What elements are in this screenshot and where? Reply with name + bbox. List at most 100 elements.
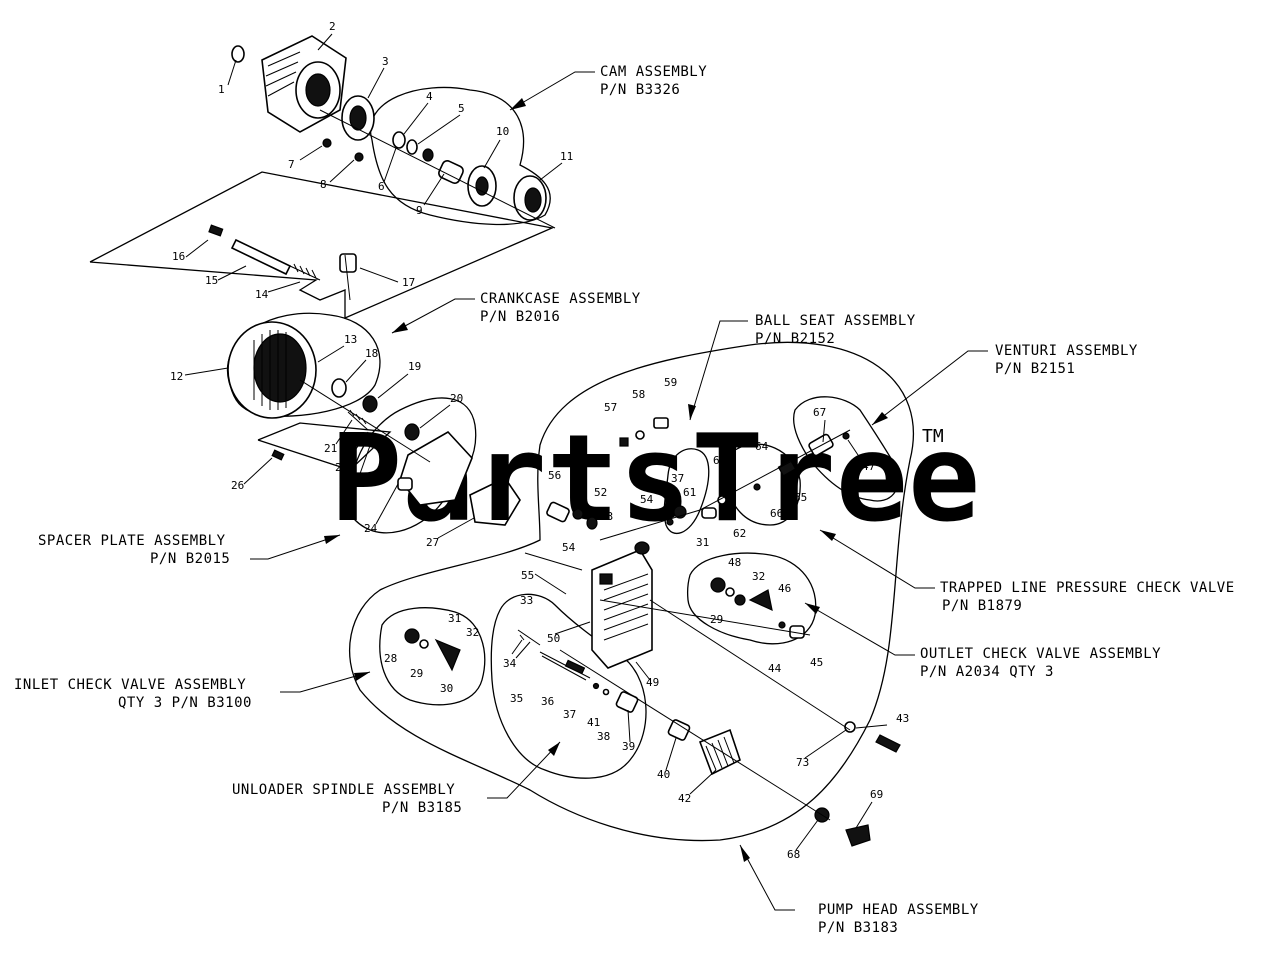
callout-37-ballseat: 37 bbox=[671, 472, 684, 485]
watermark-trademark: TM bbox=[922, 426, 944, 447]
callout-55: 55 bbox=[521, 569, 534, 582]
callout-23: 23 bbox=[344, 483, 357, 496]
callout-54-left: 54 bbox=[562, 541, 576, 554]
parts bbox=[208, 35, 901, 847]
callout-59: 59 bbox=[664, 376, 677, 389]
pump-head-assembly-label: PUMP HEAD ASSEMBLY bbox=[818, 902, 979, 918]
callout-24: 24 bbox=[364, 522, 378, 535]
ball-seat-assembly-pn: P/N B2152 bbox=[755, 331, 835, 347]
callout-36: 36 bbox=[541, 695, 554, 708]
callout-57: 57 bbox=[604, 401, 617, 414]
callout-29-outlet: 29 bbox=[710, 613, 723, 626]
callout-17: 17 bbox=[402, 276, 415, 289]
inlet-check-valve-pn: QTY 3 P/N B3100 bbox=[118, 695, 252, 711]
inlet-check-valve-label: INLET CHECK VALVE ASSEMBLY bbox=[14, 677, 246, 693]
callout-38: 38 bbox=[597, 730, 610, 743]
callout-18: 18 bbox=[365, 347, 378, 360]
unloader-spindle-pn: P/N B3185 bbox=[382, 800, 462, 816]
callout-31-outlet: 31 bbox=[696, 536, 709, 549]
label-leaders bbox=[250, 71, 988, 911]
callout-15: 15 bbox=[205, 274, 218, 287]
callout-43: 43 bbox=[896, 712, 909, 725]
callout-45: 45 bbox=[810, 656, 823, 669]
callout-20: 20 bbox=[450, 392, 463, 405]
callout-11: 11 bbox=[560, 150, 573, 163]
assembly-labels: CAM ASSEMBLY P/N B3326 CRANKCASE ASSEMBL… bbox=[14, 64, 1235, 936]
callout-32-outlet: 32 bbox=[752, 570, 765, 583]
callout-64: 64 bbox=[755, 440, 769, 453]
callout-66: 66 bbox=[770, 507, 783, 520]
callout-62: 62 bbox=[733, 527, 746, 540]
callout-54-top: 54 bbox=[640, 493, 654, 506]
callout-30: 30 bbox=[440, 682, 453, 695]
cam-assembly-pn: P/N B3326 bbox=[600, 82, 680, 98]
trapped-line-valve-pn: P/N B1879 bbox=[942, 598, 1022, 614]
callout-47: 47 bbox=[862, 460, 875, 473]
callout-68: 68 bbox=[787, 848, 800, 861]
callout-65: 65 bbox=[794, 491, 807, 504]
part-callouts: 1 2 3 4 5 6 7 8 9 10 11 12 13 14 15 16 1… bbox=[170, 20, 909, 861]
callout-6: 6 bbox=[378, 180, 385, 193]
callout-50: 50 bbox=[547, 632, 560, 645]
callout-48: 48 bbox=[728, 556, 741, 569]
callout-16: 16 bbox=[172, 250, 185, 263]
crankcase-assembly-label: CRANKCASE ASSEMBLY bbox=[480, 291, 641, 307]
callout-1: 1 bbox=[218, 83, 225, 96]
callout-61: 61 bbox=[683, 486, 696, 499]
callout-9: 9 bbox=[416, 204, 423, 217]
callout-21: 21 bbox=[324, 442, 337, 455]
outlet-check-valve-label: OUTLET CHECK VALVE ASSEMBLY bbox=[920, 646, 1161, 662]
callout-32-inlet: 32 bbox=[466, 626, 479, 639]
trapped-line-valve-label: TRAPPED LINE PRESSURE CHECK VALVE bbox=[940, 580, 1235, 596]
callout-41: 41 bbox=[587, 716, 600, 729]
callout-56: 56 bbox=[548, 469, 561, 482]
callout-2: 2 bbox=[329, 20, 336, 33]
callout-33: 33 bbox=[520, 594, 533, 607]
callout-35: 35 bbox=[510, 692, 523, 705]
callout-13: 13 bbox=[344, 333, 357, 346]
callout-73: 73 bbox=[796, 756, 809, 769]
callout-46: 46 bbox=[778, 582, 791, 595]
callout-63: 63 bbox=[713, 454, 726, 467]
callout-leaders bbox=[184, 33, 888, 851]
unloader-spindle-label: UNLOADER SPINDLE ASSEMBLY bbox=[232, 782, 455, 798]
callout-5: 5 bbox=[458, 102, 465, 115]
callout-37-unloader: 37 bbox=[563, 708, 576, 721]
outlet-check-valve-pn: P/N A2034 QTY 3 bbox=[920, 664, 1054, 680]
crankcase-housing-top bbox=[261, 35, 347, 133]
callout-28: 28 bbox=[384, 652, 397, 665]
crankcase-body bbox=[227, 321, 317, 419]
venturi-assembly-pn: P/N B2151 bbox=[995, 361, 1075, 377]
callout-3: 3 bbox=[382, 55, 389, 68]
pump-head-assembly-pn: P/N B3183 bbox=[818, 920, 898, 936]
crankcase-assembly-pn: P/N B2016 bbox=[480, 309, 560, 325]
callout-29-inlet: 29 bbox=[410, 667, 423, 680]
pump-head-block bbox=[591, 541, 653, 669]
callout-34: 34 bbox=[503, 657, 517, 670]
callout-31-inlet: 31 bbox=[448, 612, 461, 625]
callout-39: 39 bbox=[622, 740, 635, 753]
spacer-plate-assembly-label: SPACER PLATE ASSEMBLY bbox=[38, 533, 226, 549]
callout-22: 22 bbox=[335, 461, 348, 474]
callout-40: 40 bbox=[657, 768, 670, 781]
callout-19: 19 bbox=[408, 360, 421, 373]
callout-4: 4 bbox=[426, 90, 433, 103]
callout-53: 53 bbox=[600, 510, 613, 523]
callout-44: 44 bbox=[768, 662, 782, 675]
callout-10: 10 bbox=[496, 125, 509, 138]
callout-58: 58 bbox=[632, 388, 645, 401]
callout-7: 7 bbox=[288, 158, 295, 171]
callout-27: 27 bbox=[426, 536, 439, 549]
callout-12: 12 bbox=[170, 370, 183, 383]
callout-51: 51 bbox=[572, 476, 585, 489]
callout-67: 67 bbox=[813, 406, 826, 419]
venturi-assembly-label: VENTURI ASSEMBLY bbox=[995, 343, 1138, 359]
callout-14: 14 bbox=[255, 288, 269, 301]
callout-69: 69 bbox=[870, 788, 883, 801]
callout-26: 26 bbox=[231, 479, 244, 492]
ball-seat-assembly-label: BALL SEAT ASSEMBLY bbox=[755, 313, 916, 329]
spacer-plate-assembly-pn: P/N B2015 bbox=[150, 551, 230, 567]
callout-52: 52 bbox=[594, 486, 607, 499]
cam-assembly-label: CAM ASSEMBLY bbox=[600, 64, 707, 80]
